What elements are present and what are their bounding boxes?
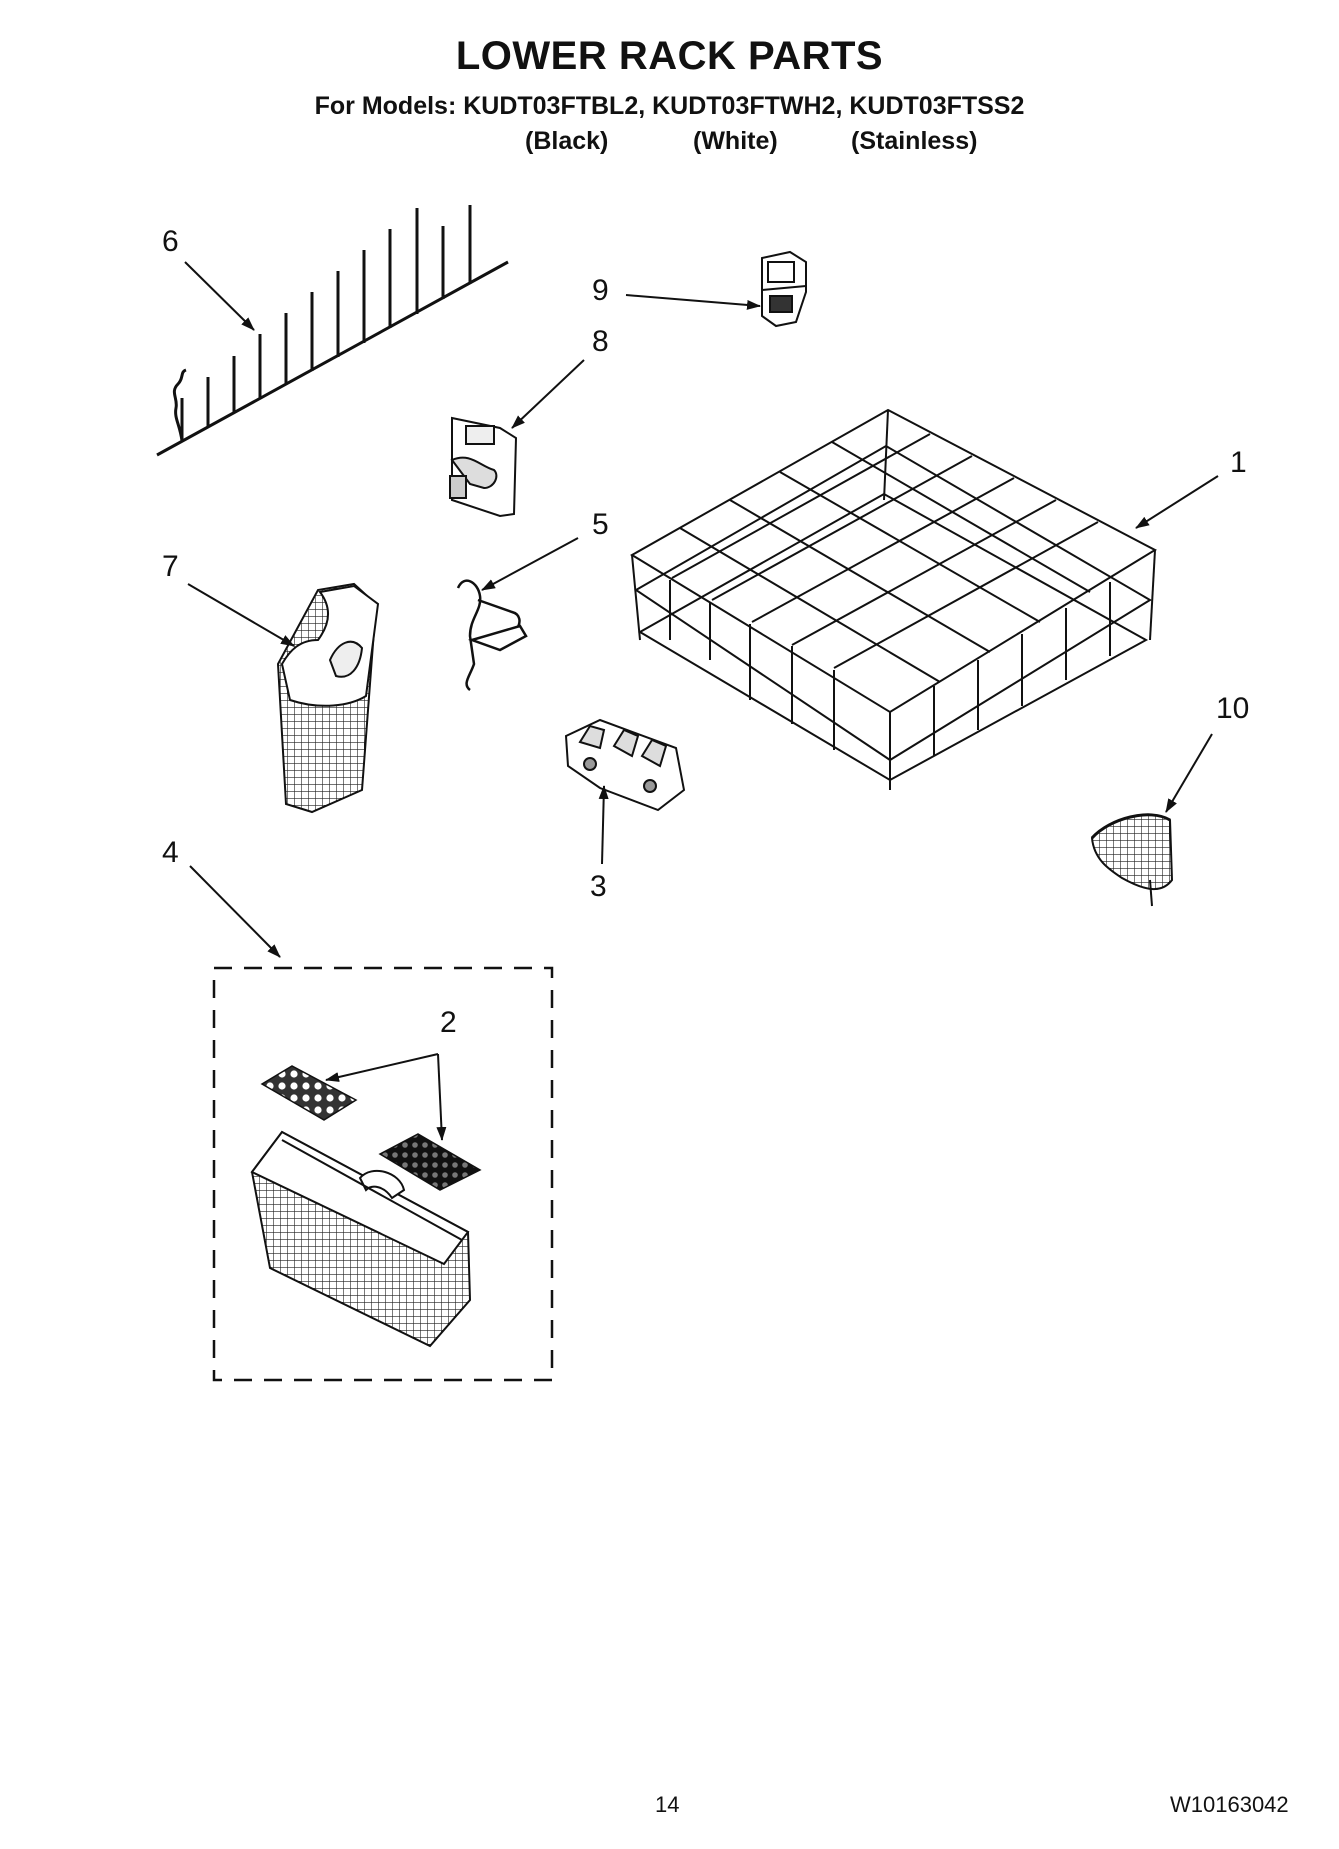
finish-white: (White)	[693, 127, 778, 155]
page-number: 14	[655, 1792, 680, 1817]
leader-arrows	[184, 261, 1219, 1141]
callout-8: 8	[592, 325, 609, 358]
leader-2a	[325, 1053, 439, 1082]
callout-5: 5	[592, 508, 609, 541]
leader-4	[189, 865, 281, 958]
callout-7: 7	[162, 550, 179, 583]
callout-4: 4	[162, 836, 179, 869]
leader-9	[625, 294, 761, 310]
leader-6	[184, 261, 255, 331]
part-5-wire-clip	[456, 579, 528, 691]
leader-5	[481, 537, 579, 591]
page-title: LOWER RACK PARTS	[455, 34, 884, 78]
part-1-lower-rack	[630, 408, 1158, 790]
callout-9: 9	[592, 274, 609, 307]
leader-2b	[436, 1053, 447, 1141]
leader-3	[598, 785, 609, 865]
leader-8	[511, 359, 585, 429]
models-line: For Models: KUDT03FTBL2, KUDT03FTWH2, KU…	[314, 92, 1025, 120]
part-9-clip	[761, 250, 807, 328]
part-2-silverware-grids	[260, 1065, 482, 1191]
callout-3: 3	[590, 870, 607, 903]
leader-1	[1135, 475, 1219, 529]
part-6-tine-row	[156, 205, 509, 457]
callout-6: 6	[162, 225, 179, 258]
document-number: W10163042	[1170, 1792, 1289, 1817]
part-10-bumper	[1090, 813, 1174, 907]
finish-black: (Black)	[525, 127, 609, 155]
part-3-rail-guide	[564, 718, 686, 812]
callout-10: 10	[1216, 692, 1250, 725]
finish-stainless: (Stainless)	[851, 127, 978, 155]
part-8-bracket	[449, 416, 518, 518]
part-4-kit-box	[212, 966, 554, 1382]
leader-7	[187, 583, 295, 647]
leader-10	[1165, 733, 1213, 813]
callout-2: 2	[440, 1006, 457, 1039]
callout-1: 1	[1230, 446, 1247, 479]
part-4-silverware-basket	[250, 1130, 472, 1348]
part-7-utensil-basket	[276, 582, 380, 814]
